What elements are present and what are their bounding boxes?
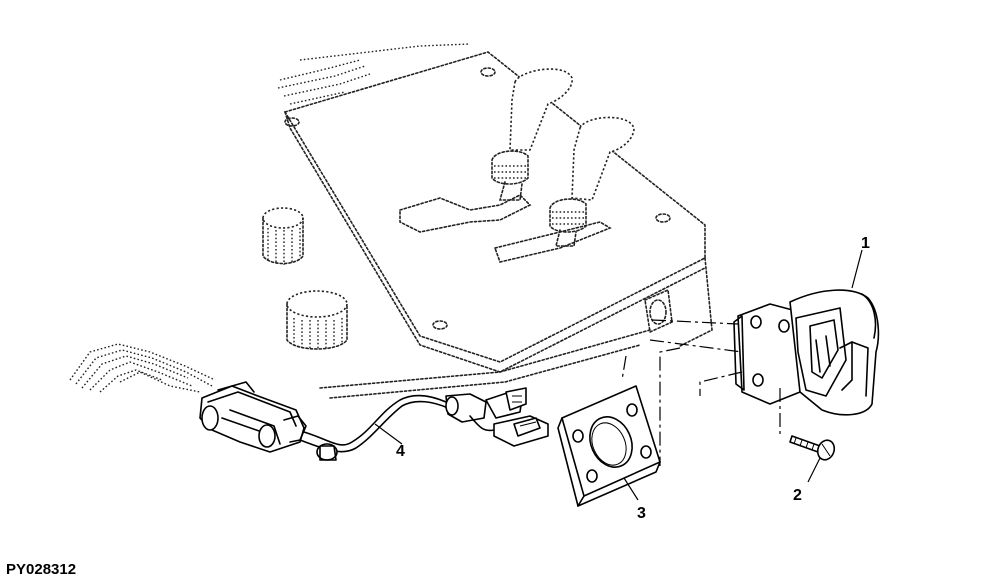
callout-4: 4 [396, 443, 405, 460]
wiring-harness-part-4 [199, 381, 549, 461]
harness-ghost [69, 343, 216, 393]
panel-opening-ghost [644, 288, 673, 334]
console-housing-ghost [277, 43, 713, 399]
control-lever-ghost-left [491, 68, 573, 201]
knob-ghost-lower [286, 290, 348, 350]
socket-receptacle-part-1 [733, 249, 880, 416]
knob-ghost-upper [262, 207, 304, 265]
figure-id: PY028312 [6, 561, 76, 578]
callout-3: 3 [637, 505, 646, 522]
assembly-lines [621, 319, 781, 466]
screw-part-2 [789, 435, 836, 483]
callout-1: 1 [861, 235, 870, 252]
control-lever-ghost-right [549, 116, 635, 247]
callout-2: 2 [793, 487, 802, 504]
gasket-plate-part-3 [557, 385, 661, 507]
